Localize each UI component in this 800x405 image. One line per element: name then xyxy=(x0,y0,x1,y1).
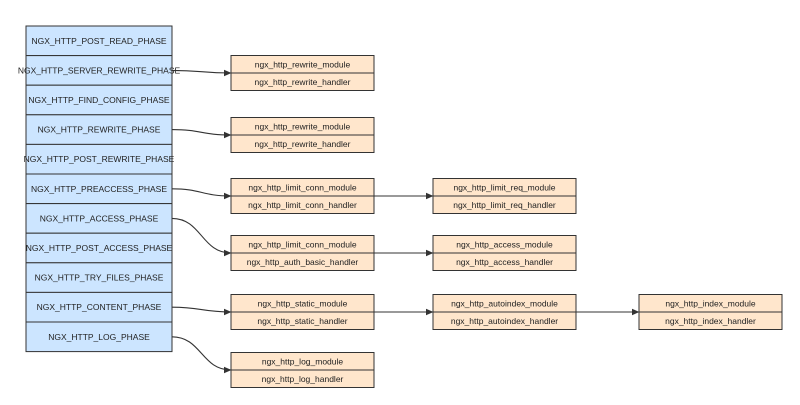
handler-node: ngx_http_rewrite_module ngx_http_rewrite_… xyxy=(230,117,375,153)
handler-box xyxy=(230,134,375,153)
phase-ngx-http-server-rewrite-phase: NGX_HTTP_SERVER_REWRITE_PHASE xyxy=(18,55,181,86)
phase-ngx-http-find-config-phase: NGX_HTTP_FIND_CONFIG_PHASE xyxy=(25,84,173,116)
module-label: ngx_http_limit_conn_module xyxy=(248,239,356,249)
handler-boxes: ngx_http_rewrite_module ngx_http_rewrite_… xyxy=(230,55,783,388)
connector-arrow xyxy=(171,129,232,139)
handler-node: ngx_http_limit_conn_module ngx_http_auth_… xyxy=(230,235,375,271)
handler-box xyxy=(638,311,783,330)
phase-box xyxy=(25,232,173,264)
phase-label: NGX_HTTP_POST_REWRITE_PHASE xyxy=(24,154,175,164)
phase-label: NGX_HTTP_LOG_PHASE xyxy=(48,332,150,342)
phase-label: NGX_HTTP_CONTENT_PHASE xyxy=(37,302,162,312)
module-label: ngx_http_access_module xyxy=(456,239,553,249)
phase-box xyxy=(25,84,173,116)
module-label: ngx_http_rewrite_module xyxy=(255,121,351,131)
phase-label: NGX_HTTP_PREACCESS_PHASE xyxy=(31,184,167,194)
handler-box xyxy=(230,369,375,388)
phase-column: NGX_HTTP_POST_READ_PHASE NGX_HTTP_SERVER_… xyxy=(18,25,181,353)
phase-ngx-http-post-access-phase: NGX_HTTP_POST_ACCESS_PHASE xyxy=(25,232,173,264)
phase-ngx-http-content-phase: NGX_HTTP_CONTENT_PHASE xyxy=(25,291,173,323)
phase-label: NGX_HTTP_FIND_CONFIG_PHASE xyxy=(28,95,170,105)
phase-ngx-http-try-files-phase: NGX_HTTP_TRY_FILES_PHASE xyxy=(25,262,173,293)
connector-arrow xyxy=(171,188,232,200)
handler-label: ngx_http_static_handler xyxy=(257,316,347,326)
handler-box xyxy=(432,195,577,214)
handler-box xyxy=(230,72,375,91)
handler-label: ngx_http_rewrite_handler xyxy=(255,77,351,87)
phase-label: NGX_HTTP_REWRITE_PHASE xyxy=(38,125,161,135)
handler-label: ngx_http_autoindex_handler xyxy=(451,316,558,326)
handler-box xyxy=(230,195,375,214)
handler-node: ngx_http_index_module ngx_http_index_hand… xyxy=(638,294,783,330)
connector-arrow xyxy=(171,306,232,316)
phase-box xyxy=(25,25,173,57)
handler-label: ngx_http_rewrite_handler xyxy=(255,139,351,149)
phase-ngx-http-preaccess-phase: NGX_HTTP_PREACCESS_PHASE xyxy=(25,173,173,205)
handler-label: ngx_http_index_handler xyxy=(665,316,756,326)
module-label: ngx_http_index_module xyxy=(665,298,756,308)
phase-ngx-http-post-rewrite-phase: NGX_HTTP_POST_REWRITE_PHASE xyxy=(24,143,175,175)
phase-label: NGX_HTTP_POST_READ_PHASE xyxy=(31,36,166,46)
handler-node: ngx_http_log_module ngx_http_log_handler xyxy=(230,352,375,388)
handler-node: ngx_http_access_module ngx_http_access_ha… xyxy=(432,235,577,271)
handler-label: ngx_http_access_handler xyxy=(456,257,553,267)
connector-arrow xyxy=(171,69,232,77)
phase-label: NGX_HTTP_ACCESS_PHASE xyxy=(40,213,159,223)
handler-label: ngx_http_log_handler xyxy=(262,374,344,384)
handler-box xyxy=(432,311,577,330)
handler-box xyxy=(230,311,375,330)
phase-ngx-http-rewrite-phase: NGX_HTTP_REWRITE_PHASE xyxy=(25,114,173,145)
phase-ngx-http-post-read-phase: NGX_HTTP_POST_READ_PHASE xyxy=(25,25,173,57)
handler-node: ngx_http_limit_req_module ngx_http_limit_… xyxy=(432,178,577,214)
module-label: ngx_http_rewrite_module xyxy=(255,59,351,69)
handler-box xyxy=(432,252,577,271)
connector-arrow xyxy=(171,336,232,374)
phase-ngx-http-log-phase: NGX_HTTP_LOG_PHASE xyxy=(25,321,173,353)
phase-box xyxy=(25,291,173,323)
handler-box xyxy=(230,252,375,271)
phase-label: NGX_HTTP_TRY_FILES_PHASE xyxy=(35,273,164,283)
phase-box xyxy=(25,55,173,86)
phase-ngx-http-access-phase: NGX_HTTP_ACCESS_PHASE xyxy=(25,203,173,234)
phase-box xyxy=(25,173,173,205)
phase-label: NGX_HTTP_POST_ACCESS_PHASE xyxy=(26,243,173,253)
handler-label: ngx_http_limit_conn_handler xyxy=(248,200,357,210)
handler-node: ngx_http_static_module ngx_http_static_ha… xyxy=(230,294,375,330)
connector-arrow xyxy=(171,217,232,257)
module-label: ngx_http_autoindex_module xyxy=(451,298,558,308)
handler-node: ngx_http_limit_conn_module ngx_http_limit… xyxy=(230,178,375,214)
phase-label: NGX_HTTP_SERVER_REWRITE_PHASE xyxy=(18,65,181,75)
handler-node: ngx_http_rewrite_module ngx_http_rewrite_… xyxy=(230,55,375,91)
module-label: ngx_http_static_module xyxy=(258,298,348,308)
module-label: ngx_http_log_module xyxy=(262,356,344,366)
handler-label: ngx_http_auth_basic_handler xyxy=(247,257,359,267)
module-label: ngx_http_limit_req_module xyxy=(453,182,555,192)
handler-node: ngx_http_autoindex_module ngx_http_autoin… xyxy=(432,294,577,330)
connector-layer xyxy=(171,69,640,374)
handler-label: ngx_http_limit_req_handler xyxy=(453,200,556,210)
module-label: ngx_http_limit_conn_module xyxy=(248,182,356,192)
